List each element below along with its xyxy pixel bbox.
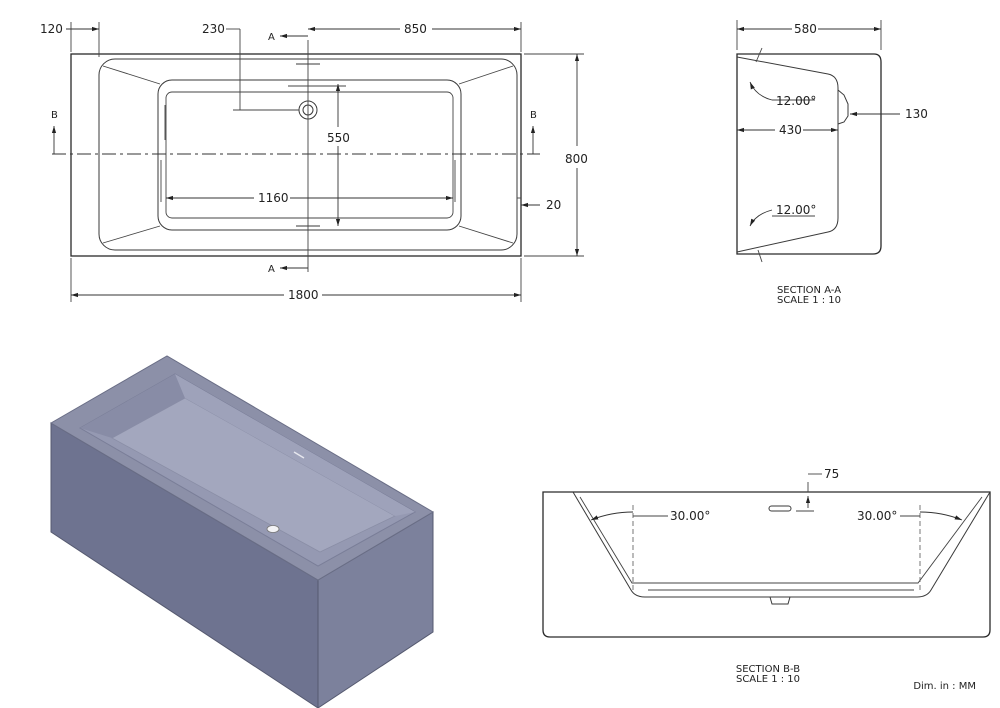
dim-20-text: 20 [546,198,561,212]
dim-230-text: 230 [202,22,225,36]
section-aa-title: SECTION A-A [777,285,841,296]
tub-bowl-back-wall [80,374,185,438]
dim-1160-text: 1160 [258,191,289,205]
dim-130-text: 130 [905,107,928,121]
plan-view: A A B B 120 230 850 550 1160 20 [40,22,588,302]
section-bb-overflow [768,505,792,512]
plan-slope-line [458,225,514,244]
plan-outer-rim [70,53,522,257]
angle-bottom-text: 12.00° [776,203,816,217]
section-aa-overflow [837,89,849,125]
section-bb-bowl-inner [579,496,983,584]
plan-slope-line [102,65,161,85]
section-bb-title: SECTION B-B [736,664,800,675]
units-note: Dim. in : MM [913,681,976,692]
section-aa-scale: SCALE 1 : 10 [777,295,841,306]
dim-120-text: 120 [40,22,63,36]
plan-bowl-floor [157,79,462,231]
section-aa-bowl-profile [736,56,839,253]
section-b-left-label: B [51,110,58,121]
angle-right-arc [919,511,963,521]
dim-800-text: 800 [565,152,588,166]
dim-550-text: 550 [327,131,350,145]
section-bb-drain [769,596,791,605]
section-aa-cut-mark [757,249,763,263]
angle-top-arc [749,81,773,101]
angle-top-text: 12.00° [776,94,816,108]
dim-430-text: 430 [779,123,802,137]
plan-bowl-floor-inner [165,91,454,219]
section-aa-outline [736,53,882,255]
section-a-top-label: A [268,32,275,43]
isometric-tub-view [50,355,434,708]
plan-slope-line [458,65,514,85]
angle-right-text: 30.00° [857,509,897,523]
dim-1800-text: 1800 [288,288,319,302]
dim-850-text: 850 [404,22,427,36]
section-bb-outline [542,491,991,638]
angle-left-arc [590,511,634,521]
angle-bottom-arc [749,209,773,227]
section-bb-view: 75 30.00° 30.00° SECTION B-B SCALE 1 : 1… [542,467,991,685]
dim-75-text: 75 [824,467,839,481]
section-b-right-label: B [530,110,537,121]
plan-slope-line [102,225,161,244]
dim-580-text: 580 [794,22,817,36]
tub-drain-icon [266,525,280,533]
section-a-bottom-label: A [268,264,275,275]
section-aa-cut-mark [755,47,763,63]
angle-left-text: 30.00° [670,509,710,523]
tub-overflow-icon [293,451,305,459]
section-bb-scale: SCALE 1 : 10 [736,674,800,685]
tub-bowl-side-wall [175,374,415,516]
section-bb-bowl-profile [572,491,991,598]
section-aa-view: 580 12.00° 430 130 12.00° SECTION A-A SC… [736,20,928,306]
